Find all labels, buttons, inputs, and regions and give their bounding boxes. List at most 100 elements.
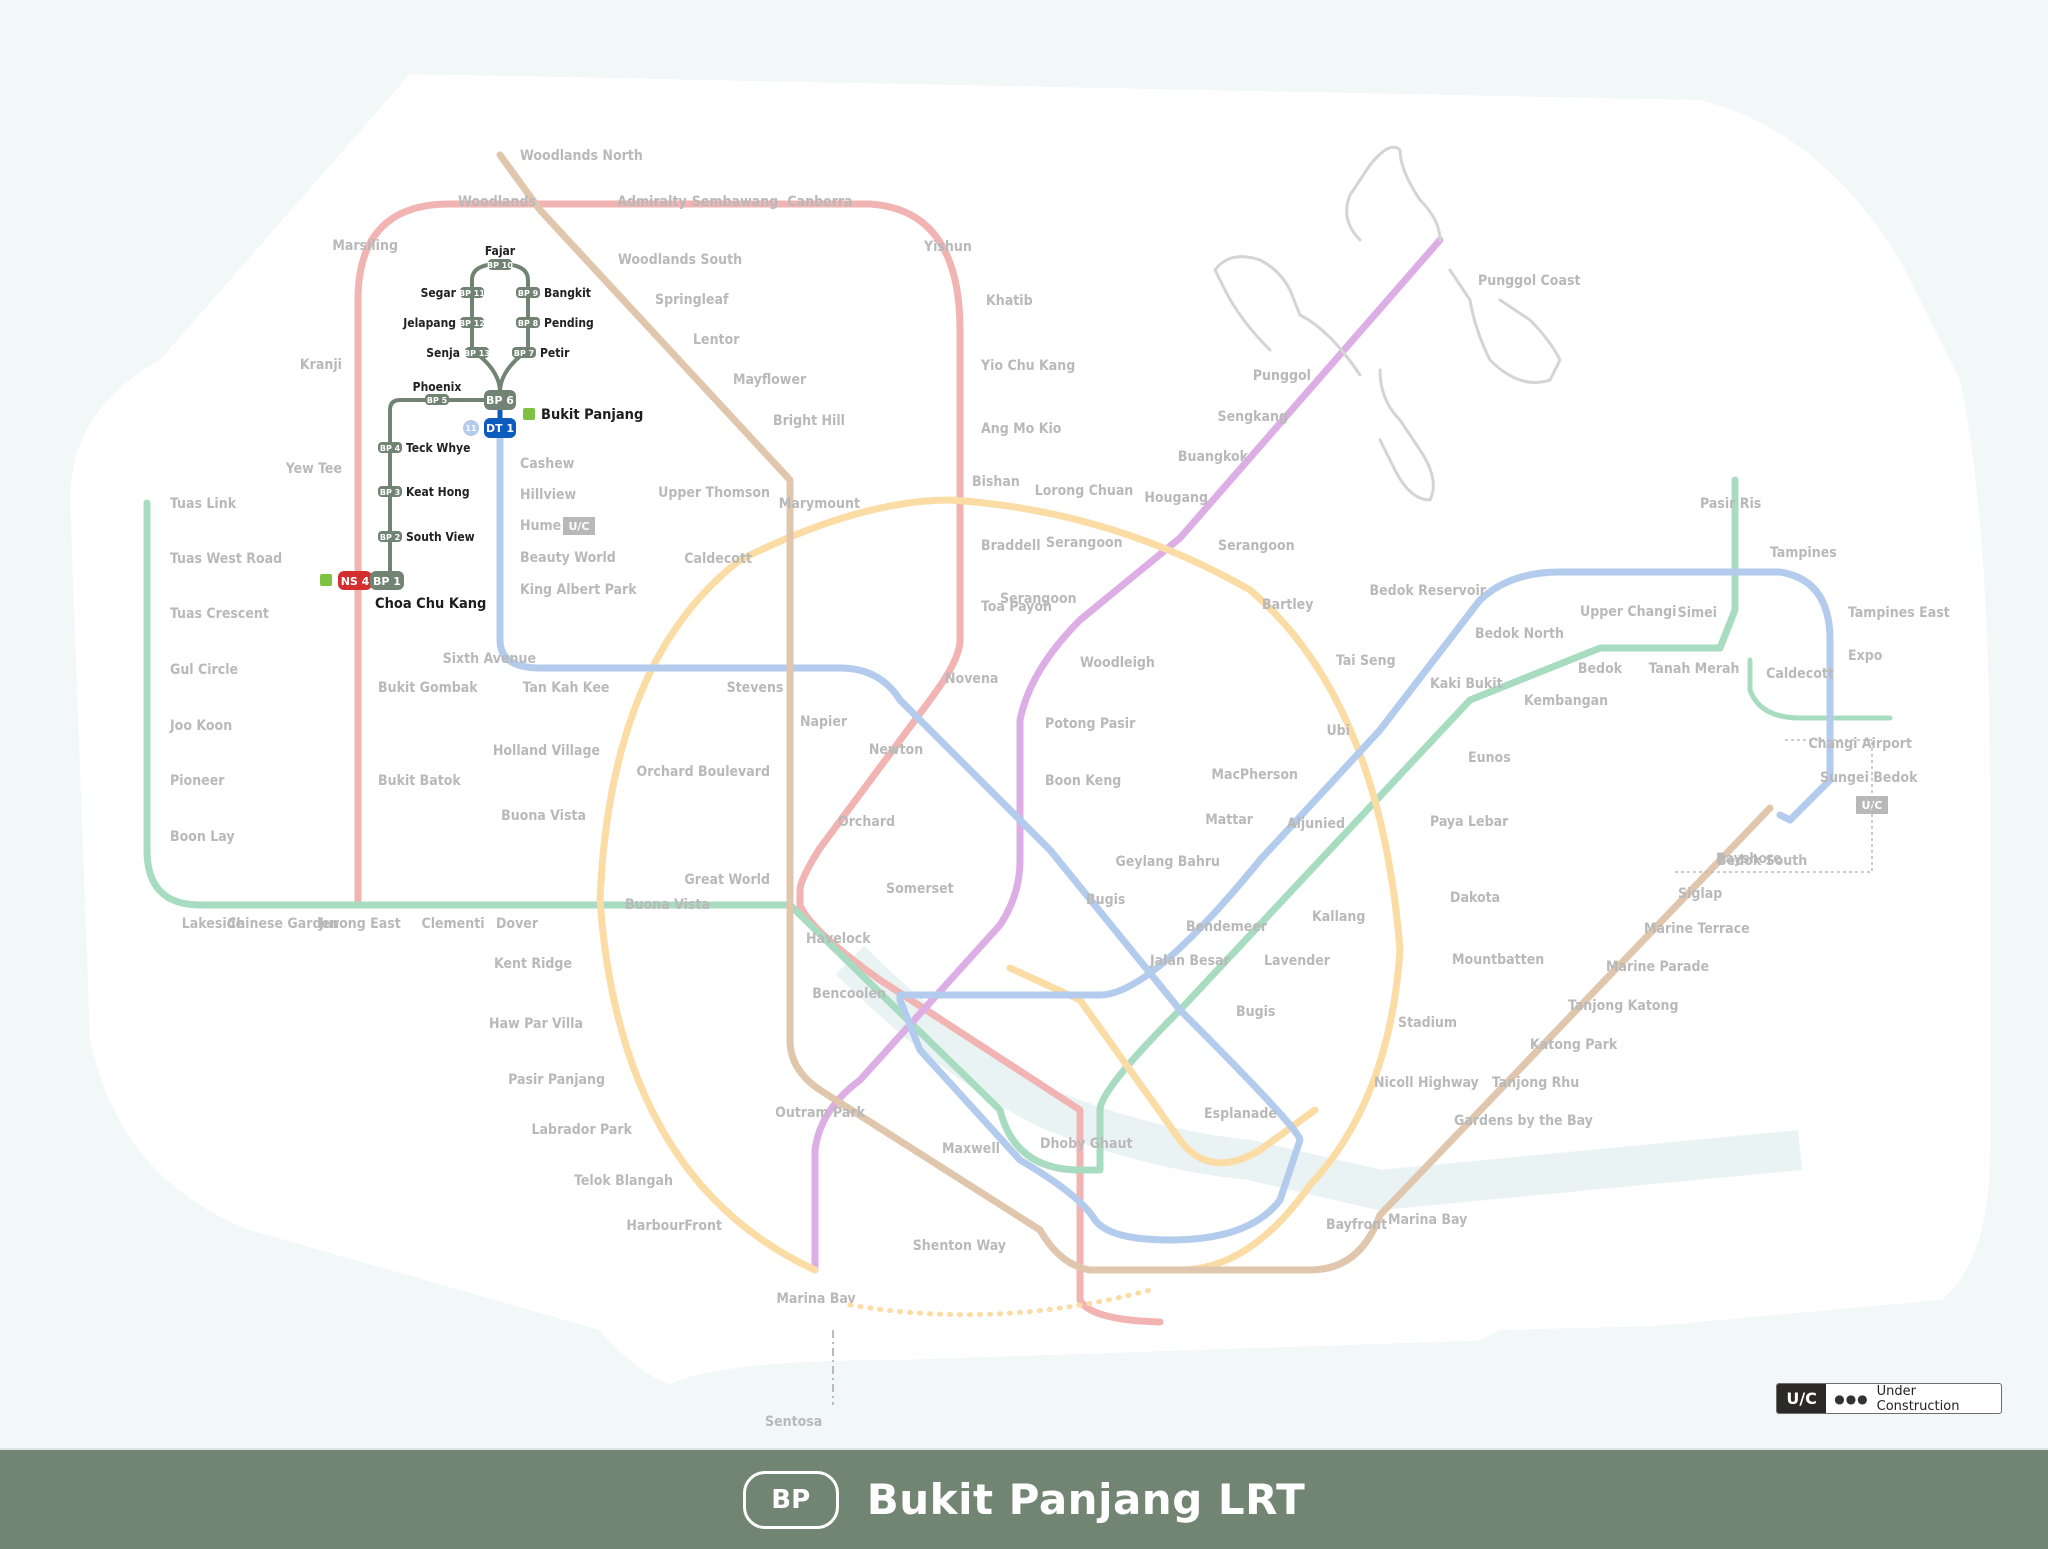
svg-text:Telok Blangah: Telok Blangah (574, 1173, 673, 1189)
svg-text:Braddell: Braddell (981, 538, 1041, 554)
bus-icon (523, 408, 535, 420)
svg-text:Tampines: Tampines (1770, 545, 1837, 561)
svg-text:Choa Chu Kang: Choa Chu Kang (375, 596, 486, 612)
sea-bottom (660, 1290, 2048, 1448)
line-name-title: Bukit Panjang LRT (866, 1475, 1306, 1524)
svg-text:Woodleigh: Woodleigh (1080, 655, 1155, 671)
svg-text:Bugis: Bugis (1086, 892, 1125, 908)
uc-badge-hume: U/C (563, 517, 595, 535)
svg-text:BP 3: BP 3 (380, 488, 400, 497)
svg-text:Kranji: Kranji (300, 357, 342, 373)
svg-text:Expo: Expo (1848, 648, 1883, 664)
svg-text:Marine Parade: Marine Parade (1606, 959, 1709, 975)
svg-text:Tuas Crescent: Tuas Crescent (170, 606, 269, 622)
svg-text:Clementi: Clementi (421, 916, 484, 932)
svg-text:Woodlands North: Woodlands North (520, 148, 643, 164)
svg-text:Stevens: Stevens (727, 680, 784, 696)
svg-text:Punggol Coast: Punggol Coast (1478, 273, 1580, 289)
svg-text:Toa Payoh: Toa Payoh (981, 599, 1052, 615)
svg-text:Tanjong Rhu: Tanjong Rhu (1492, 1075, 1579, 1091)
svg-text:Somerset: Somerset (886, 881, 954, 897)
svg-text:Woodlands South: Woodlands South (618, 252, 742, 268)
svg-text:King Albert Park: King Albert Park (520, 582, 637, 598)
cross-island-dotted (847, 1287, 1153, 1318)
svg-text:Ang Mo Kio: Ang Mo Kio (981, 421, 1062, 437)
svg-text:Teck Whye: Teck Whye (406, 441, 470, 455)
svg-text:Chinese Garden: Chinese Garden (227, 916, 339, 932)
svg-text:U/C: U/C (568, 520, 589, 533)
svg-text:Canberra: Canberra (787, 194, 852, 210)
svg-text:MacPherson: MacPherson (1211, 767, 1298, 783)
svg-text:Tai Seng: Tai Seng (1336, 653, 1396, 669)
svg-text:BP 7: BP 7 (514, 349, 534, 358)
svg-text:Pioneer: Pioneer (170, 773, 225, 789)
svg-text:Dover: Dover (496, 916, 539, 932)
svg-text:Admiralty: Admiralty (617, 194, 686, 210)
svg-text:NS 4: NS 4 (341, 575, 370, 588)
svg-text:Siglap: Siglap (1678, 886, 1722, 902)
svg-text:Upper Changi: Upper Changi (1580, 604, 1676, 620)
svg-text:Mattar: Mattar (1205, 812, 1254, 828)
svg-text:BP 2: BP 2 (380, 533, 400, 542)
svg-text:Bishan: Bishan (972, 474, 1020, 490)
svg-text:Marine Terrace: Marine Terrace (1644, 921, 1750, 937)
svg-text:Bukit Panjang: Bukit Panjang (541, 407, 643, 423)
svg-text:Pending: Pending (544, 316, 594, 330)
svg-text:Phoenix: Phoenix (413, 380, 462, 394)
faded-station-labels: Tuas Link Tuas West Road Tuas Crescent G… (169, 148, 1950, 1430)
svg-text:Marina Bay: Marina Bay (1388, 1212, 1467, 1228)
svg-text:Marina Bay: Marina Bay (776, 1291, 855, 1307)
svg-text:Napier: Napier (800, 714, 848, 730)
svg-text:Punggol: Punggol (1253, 368, 1311, 384)
svg-text:Lentor: Lentor (693, 332, 740, 348)
svg-text:Buangkok: Buangkok (1178, 449, 1249, 465)
svg-text:HarbourFront: HarbourFront (626, 1218, 722, 1234)
svg-text:Jalan Besar: Jalan Besar (1149, 953, 1230, 969)
svg-text:Ubi: Ubi (1326, 723, 1350, 739)
svg-text:Bayfront: Bayfront (1326, 1217, 1387, 1233)
svg-text:Simei: Simei (1678, 605, 1717, 621)
svg-text:Serangoon: Serangoon (1218, 538, 1295, 554)
svg-text:Sungei Bedok: Sungei Bedok (1820, 770, 1918, 786)
svg-text:Senja: Senja (426, 346, 460, 360)
svg-text:Geylang Bahru: Geylang Bahru (1115, 854, 1220, 870)
svg-text:DT 1: DT 1 (486, 422, 514, 435)
svg-text:Lorong Chuan: Lorong Chuan (1035, 483, 1134, 499)
svg-text:Yio Chu Kang: Yio Chu Kang (980, 358, 1075, 374)
svg-text:Labrador Park: Labrador Park (532, 1122, 633, 1138)
svg-text:Holland Village: Holland Village (493, 743, 600, 759)
bp-station-keat-hong: BP 3 Keat Hong (378, 485, 470, 499)
svg-text:Gardens by the Bay: Gardens by the Bay (1454, 1113, 1593, 1129)
svg-text:Springleaf: Springleaf (655, 292, 729, 308)
svg-text:Buona Vista: Buona Vista (625, 897, 710, 913)
svg-text:Kaki Bukit: Kaki Bukit (1430, 676, 1503, 692)
svg-text:Shenton Way: Shenton Way (913, 1238, 1006, 1254)
svg-text:Tanjong Katong: Tanjong Katong (1568, 998, 1679, 1014)
svg-text:Dakota: Dakota (1450, 890, 1500, 906)
svg-text:Woodlands: Woodlands (458, 194, 536, 210)
svg-text:Havelock: Havelock (806, 931, 871, 947)
svg-text:Keat Hong: Keat Hong (406, 485, 470, 499)
svg-text:BP 5: BP 5 (427, 396, 448, 405)
svg-text:11: 11 (465, 424, 477, 433)
svg-text:Kallang: Kallang (1312, 909, 1365, 925)
svg-text:Katong Park: Katong Park (1530, 1037, 1618, 1053)
svg-text:Khatib: Khatib (986, 293, 1033, 309)
svg-text:Beauty World: Beauty World (520, 550, 616, 566)
svg-text:Cashew: Cashew (520, 456, 575, 472)
svg-text:Tanah Merah: Tanah Merah (1649, 661, 1740, 677)
cc-line (596, 496, 1404, 1274)
sea-right (1990, 600, 2048, 1300)
svg-text:Yishun: Yishun (923, 239, 972, 255)
svg-text:Sixth Avenue: Sixth Avenue (443, 651, 536, 667)
svg-text:Aljunied: Aljunied (1287, 816, 1345, 832)
svg-text:Pasir Ris: Pasir Ris (1700, 496, 1761, 512)
svg-text:Bugis: Bugis (1236, 1004, 1275, 1020)
line-code-badge: BP (742, 1470, 839, 1529)
